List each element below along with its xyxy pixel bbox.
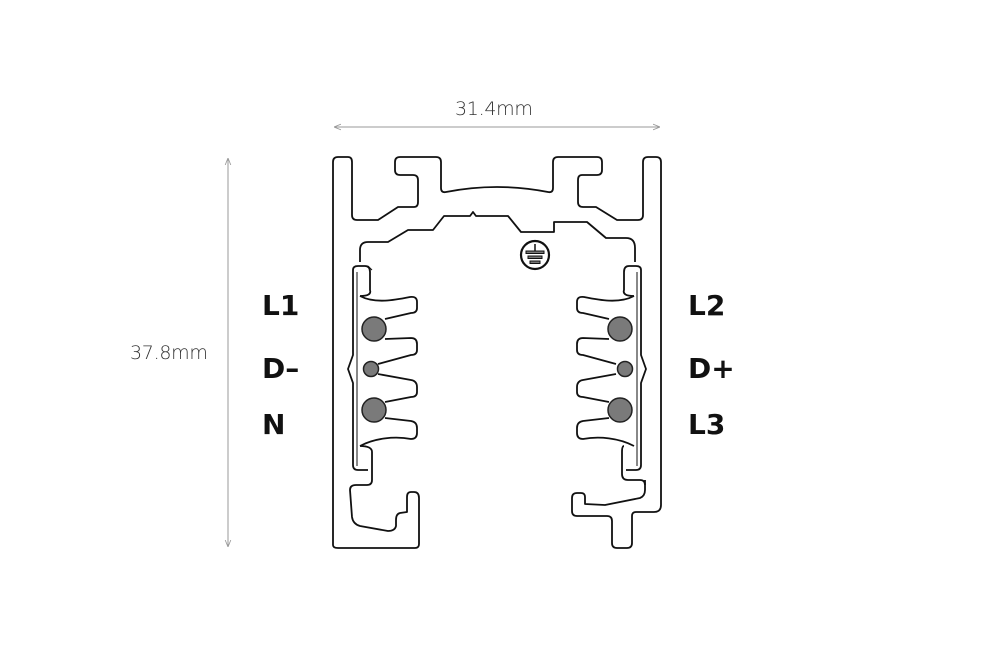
label-n: N bbox=[262, 408, 286, 441]
label-d-minus: D– bbox=[262, 352, 300, 385]
conductor-n bbox=[361, 397, 387, 423]
width-dimension-label: 31.4mm bbox=[455, 98, 533, 120]
label-l1: L1 bbox=[262, 289, 300, 322]
conductor-l1 bbox=[361, 316, 387, 342]
conductor-d-plus bbox=[616, 360, 634, 378]
earth-ground-icon bbox=[519, 239, 551, 271]
label-l3: L3 bbox=[688, 408, 726, 441]
label-d-plus: D+ bbox=[688, 352, 735, 385]
height-dimension-label: 37.8mm bbox=[130, 342, 208, 364]
conductor-l3 bbox=[607, 397, 633, 423]
conductor-d-minus bbox=[362, 360, 380, 378]
profile-outline bbox=[332, 156, 662, 549]
conductor-l2 bbox=[607, 316, 633, 342]
left-contact-comb bbox=[359, 295, 418, 447]
label-l2: L2 bbox=[688, 289, 726, 322]
right-contact-comb bbox=[576, 295, 635, 447]
